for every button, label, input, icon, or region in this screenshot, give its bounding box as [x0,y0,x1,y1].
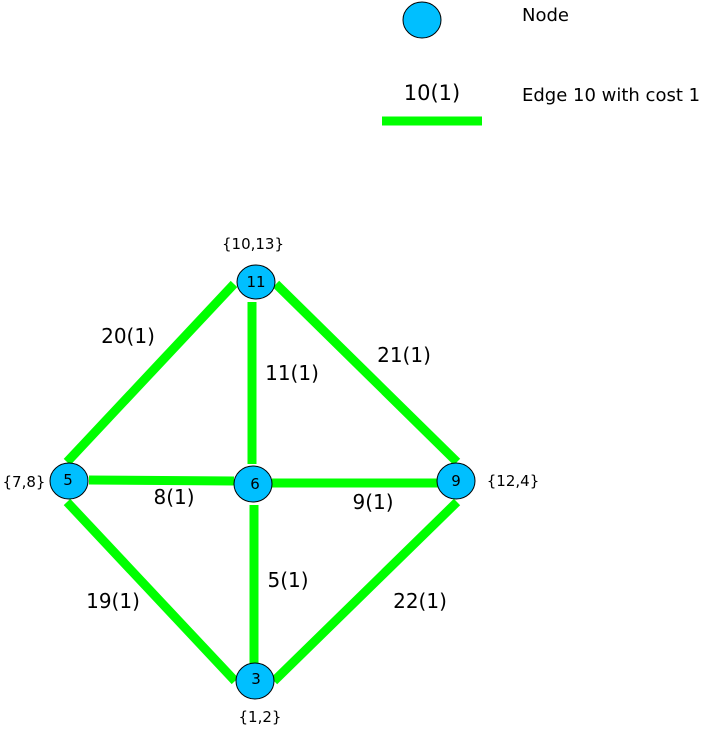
node-9-set: {12,4} [487,472,540,490]
legend-node-icon [402,1,442,39]
node-5-label: 5 [63,471,73,489]
node-6: 6 [233,465,273,503]
edge-label-22: 22(1) [393,589,447,613]
edge-21 [272,280,461,466]
node-11-set: {10,13} [222,235,284,253]
node-9: 9 {12,4} [436,462,540,500]
edge-22 [270,498,461,685]
node-11-label: 11 [246,273,265,291]
node-3-label: 3 [251,670,261,688]
edge-label-19: 19(1) [86,589,140,613]
node-3-circle [235,662,275,700]
edge-19 [63,498,239,685]
node-5-set: {7,8} [3,473,46,491]
node-6-circle [233,465,273,503]
node-5: 5 {7,8} [3,462,89,500]
edge-label-9: 9(1) [352,490,393,514]
node-11: 11 {10,13} [222,235,284,300]
edge-label-8: 8(1) [153,485,194,509]
edge-20 [63,280,238,466]
edge-label-5: 5(1) [267,568,308,592]
legend-edge-text: Edge 10 with cost 1 [522,85,700,106]
legend-edge-sample-label: 10(1) [404,81,460,105]
nodes-layer: 11 {10,13} 5 {7,8} 6 9 {12,4} 3 {1,2} [3,235,540,726]
legend: Node 10(1) Edge 10 with cost 1 [382,1,700,126]
node-6-label: 6 [250,475,260,493]
node-3-set: {1,2} [239,708,282,726]
edge-label-21: 21(1) [377,343,431,367]
legend-node-text: Node [522,5,569,26]
node-9-label: 9 [451,472,461,490]
node-9-circle [436,462,476,500]
node-5-circle [49,462,89,500]
edge-label-20: 20(1) [101,324,155,348]
node-3: 3 {1,2} [235,662,282,726]
edge-8 [88,475,235,486]
edge-labels-layer: 20(1) 11(1) 21(1) 8(1) 9(1) 19(1) 5(1) 2… [86,324,447,613]
edge-label-11: 11(1) [265,361,319,385]
node-11-circle [236,264,276,300]
edges-layer [63,280,461,685]
